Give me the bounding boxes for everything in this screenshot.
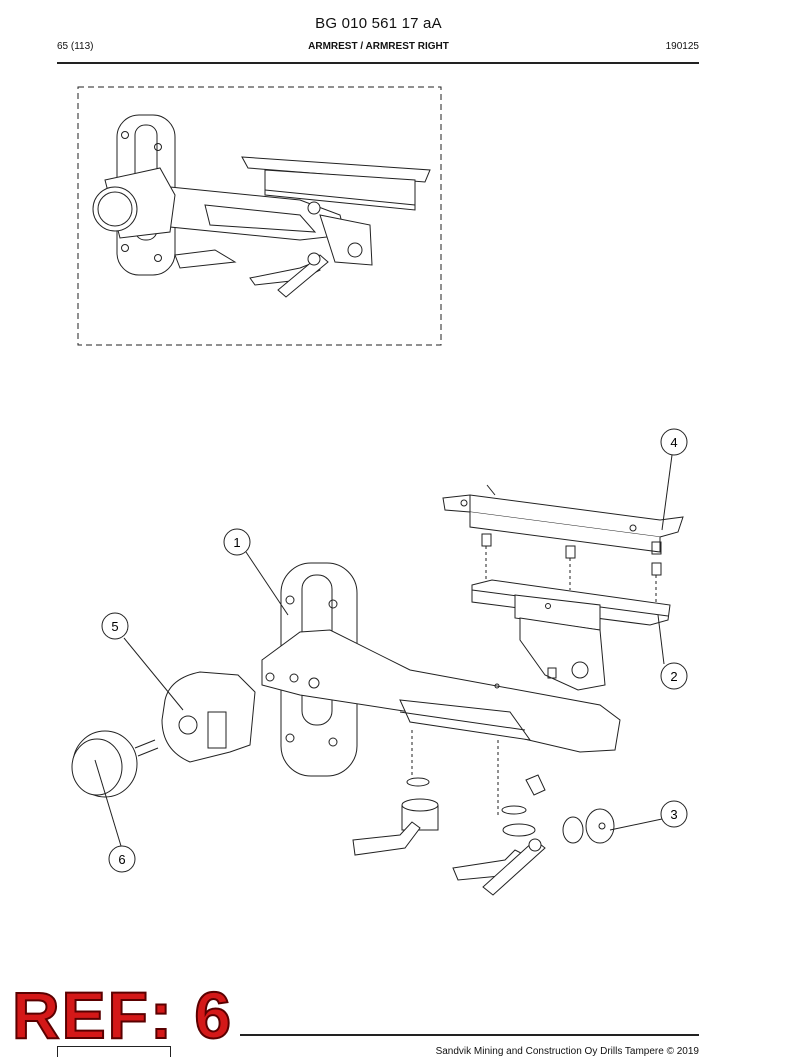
svg-text:4: 4 [670,435,677,450]
part-4-mounting-bracket [442,484,684,603]
armrest-arm [261,629,621,815]
company-logo-strip [57,1046,171,1057]
footer-copyright: Sandvik Mining and Construction Oy Drill… [435,1046,699,1057]
part-2-slide-rail [471,579,671,691]
callout-leaders [94,454,673,847]
callout-3: 3 [660,800,688,828]
svg-text:3: 3 [670,807,677,822]
callout-1: 1 [223,528,251,556]
callout-4: 4 [660,428,688,456]
callout-6: 6 [108,845,136,873]
page-title: ARMREST / ARMREST RIGHT [308,41,449,52]
svg-text:5: 5 [111,619,118,634]
svg-text:6: 6 [118,852,125,867]
document-number: BG 010 561 17 aA [315,15,442,32]
washers-and-levers [352,774,615,896]
callout-5: 5 [101,612,129,640]
footer-rule [240,1034,699,1036]
reference-stamp: REF: 6 [11,978,234,1052]
revision-date: 190125 [665,41,699,52]
callout-2: 2 [660,662,688,690]
exploded-assembly [71,484,684,896]
overview-frame [77,86,442,346]
header-rule [57,62,699,64]
overview-assembly [77,86,442,346]
svg-text:1: 1 [233,535,240,550]
part-6-knob [71,730,159,798]
page-number: 65 (113) [57,41,94,52]
part-5-end-cover [161,671,256,763]
svg-text:2: 2 [670,669,677,684]
